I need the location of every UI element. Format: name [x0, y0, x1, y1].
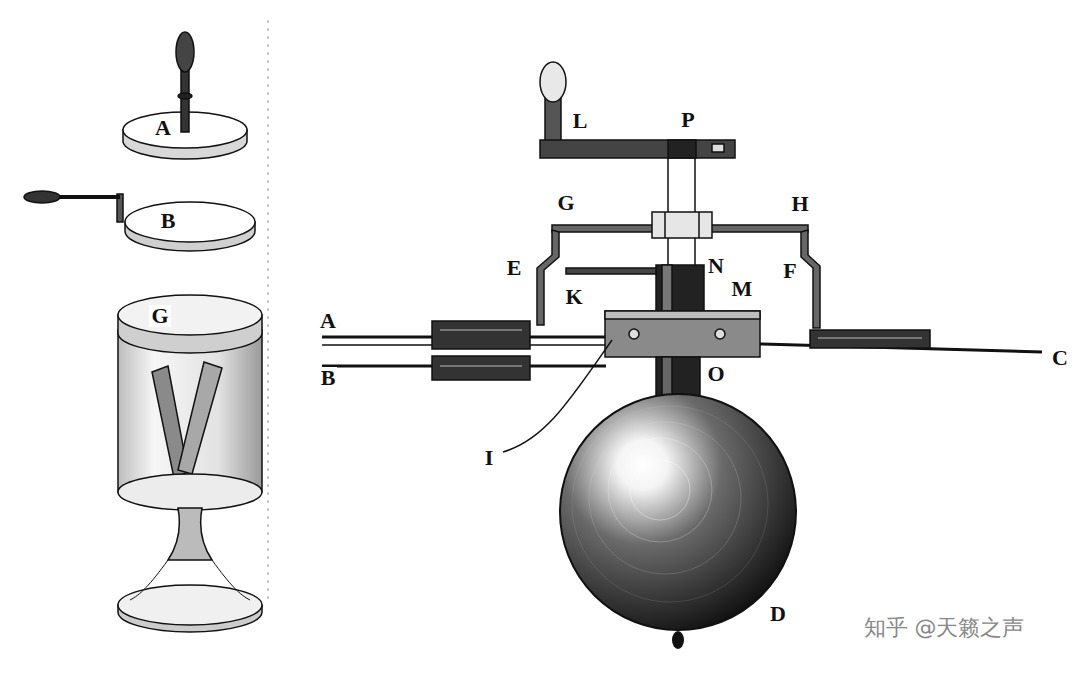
contact-block-part: [605, 311, 760, 357]
part-label: G: [555, 192, 576, 214]
part-label: F: [781, 260, 798, 282]
part-label: I: [483, 447, 496, 469]
glass-jar-part: [118, 295, 262, 335]
part-label: H: [789, 193, 810, 215]
part-label: P: [679, 109, 696, 131]
brass-ball-part: [630, 460, 690, 520]
frame: [537, 212, 820, 328]
glass-jar-part: [118, 330, 262, 492]
lower-shaft-part: [662, 357, 672, 397]
cover-disc: [123, 32, 247, 159]
crank-handle-part: [712, 144, 724, 152]
wire-rods-part: [440, 330, 522, 331]
glass-jar-part: [118, 585, 262, 625]
cover-disc-part: [178, 93, 192, 99]
glass-jar-part: [130, 560, 250, 600]
wire-rods-part: [432, 321, 530, 349]
crank-handle-part: [668, 140, 696, 158]
crank-handle-part: [540, 140, 735, 158]
glass-jar: [118, 295, 262, 632]
part-label: C: [1050, 347, 1070, 369]
brass-ball: [560, 394, 796, 649]
lower-shaft: [656, 357, 700, 397]
frame-part: [801, 230, 820, 328]
brass-ball-part: [589, 422, 741, 574]
frame-edge: [268, 20, 269, 600]
glass-jar-part: [168, 508, 212, 560]
frame-part: [537, 230, 559, 325]
spindle-block-part: [566, 268, 656, 274]
brass-ball-part: [672, 631, 684, 649]
part-label: N: [706, 255, 726, 277]
crank-handle: [540, 62, 735, 158]
part-label: O: [705, 363, 726, 385]
part-label: M: [730, 278, 755, 300]
lower-shaft-part: [656, 357, 700, 397]
wire-rods-part: [432, 356, 530, 380]
part-label: G: [149, 305, 170, 327]
spindle-block-part: [662, 265, 672, 313]
part-label: L: [571, 110, 590, 132]
brass-ball-part: [608, 438, 712, 542]
glass-jar-part: [118, 474, 262, 510]
contact-block-part: [605, 311, 760, 319]
wire-rods-part: [818, 338, 922, 339]
wire-rods-part: [440, 366, 522, 367]
resin-disc: [24, 191, 255, 251]
spindle-block-part: [656, 265, 704, 313]
part-label: E: [505, 257, 524, 279]
brass-ball-part: [560, 394, 796, 630]
resin-disc-part: [125, 202, 255, 242]
glass-jar-part: [178, 362, 222, 474]
crank-handle-part: [540, 62, 566, 102]
part-label: K: [563, 286, 584, 308]
part-label: A: [153, 117, 173, 139]
watermark: 知乎 @天籁之声: [862, 617, 1027, 639]
part-label: B: [159, 210, 178, 232]
wire-rods-part: [810, 330, 930, 348]
resin-disc-part: [24, 191, 60, 203]
frame-part: [698, 212, 700, 238]
cover-disc-part: [176, 32, 194, 72]
contact-block-part: [715, 329, 725, 339]
contact-block-part: [629, 329, 639, 339]
spindle-block: [566, 265, 704, 313]
contact-block: [605, 311, 760, 357]
resin-disc-part: [58, 195, 120, 199]
frame-part: [652, 212, 712, 238]
part-label: D: [768, 603, 788, 625]
frame-part: [664, 212, 666, 238]
brass-ball-part: [572, 406, 768, 602]
part-label: A: [318, 310, 338, 332]
part-label: B: [319, 367, 338, 389]
